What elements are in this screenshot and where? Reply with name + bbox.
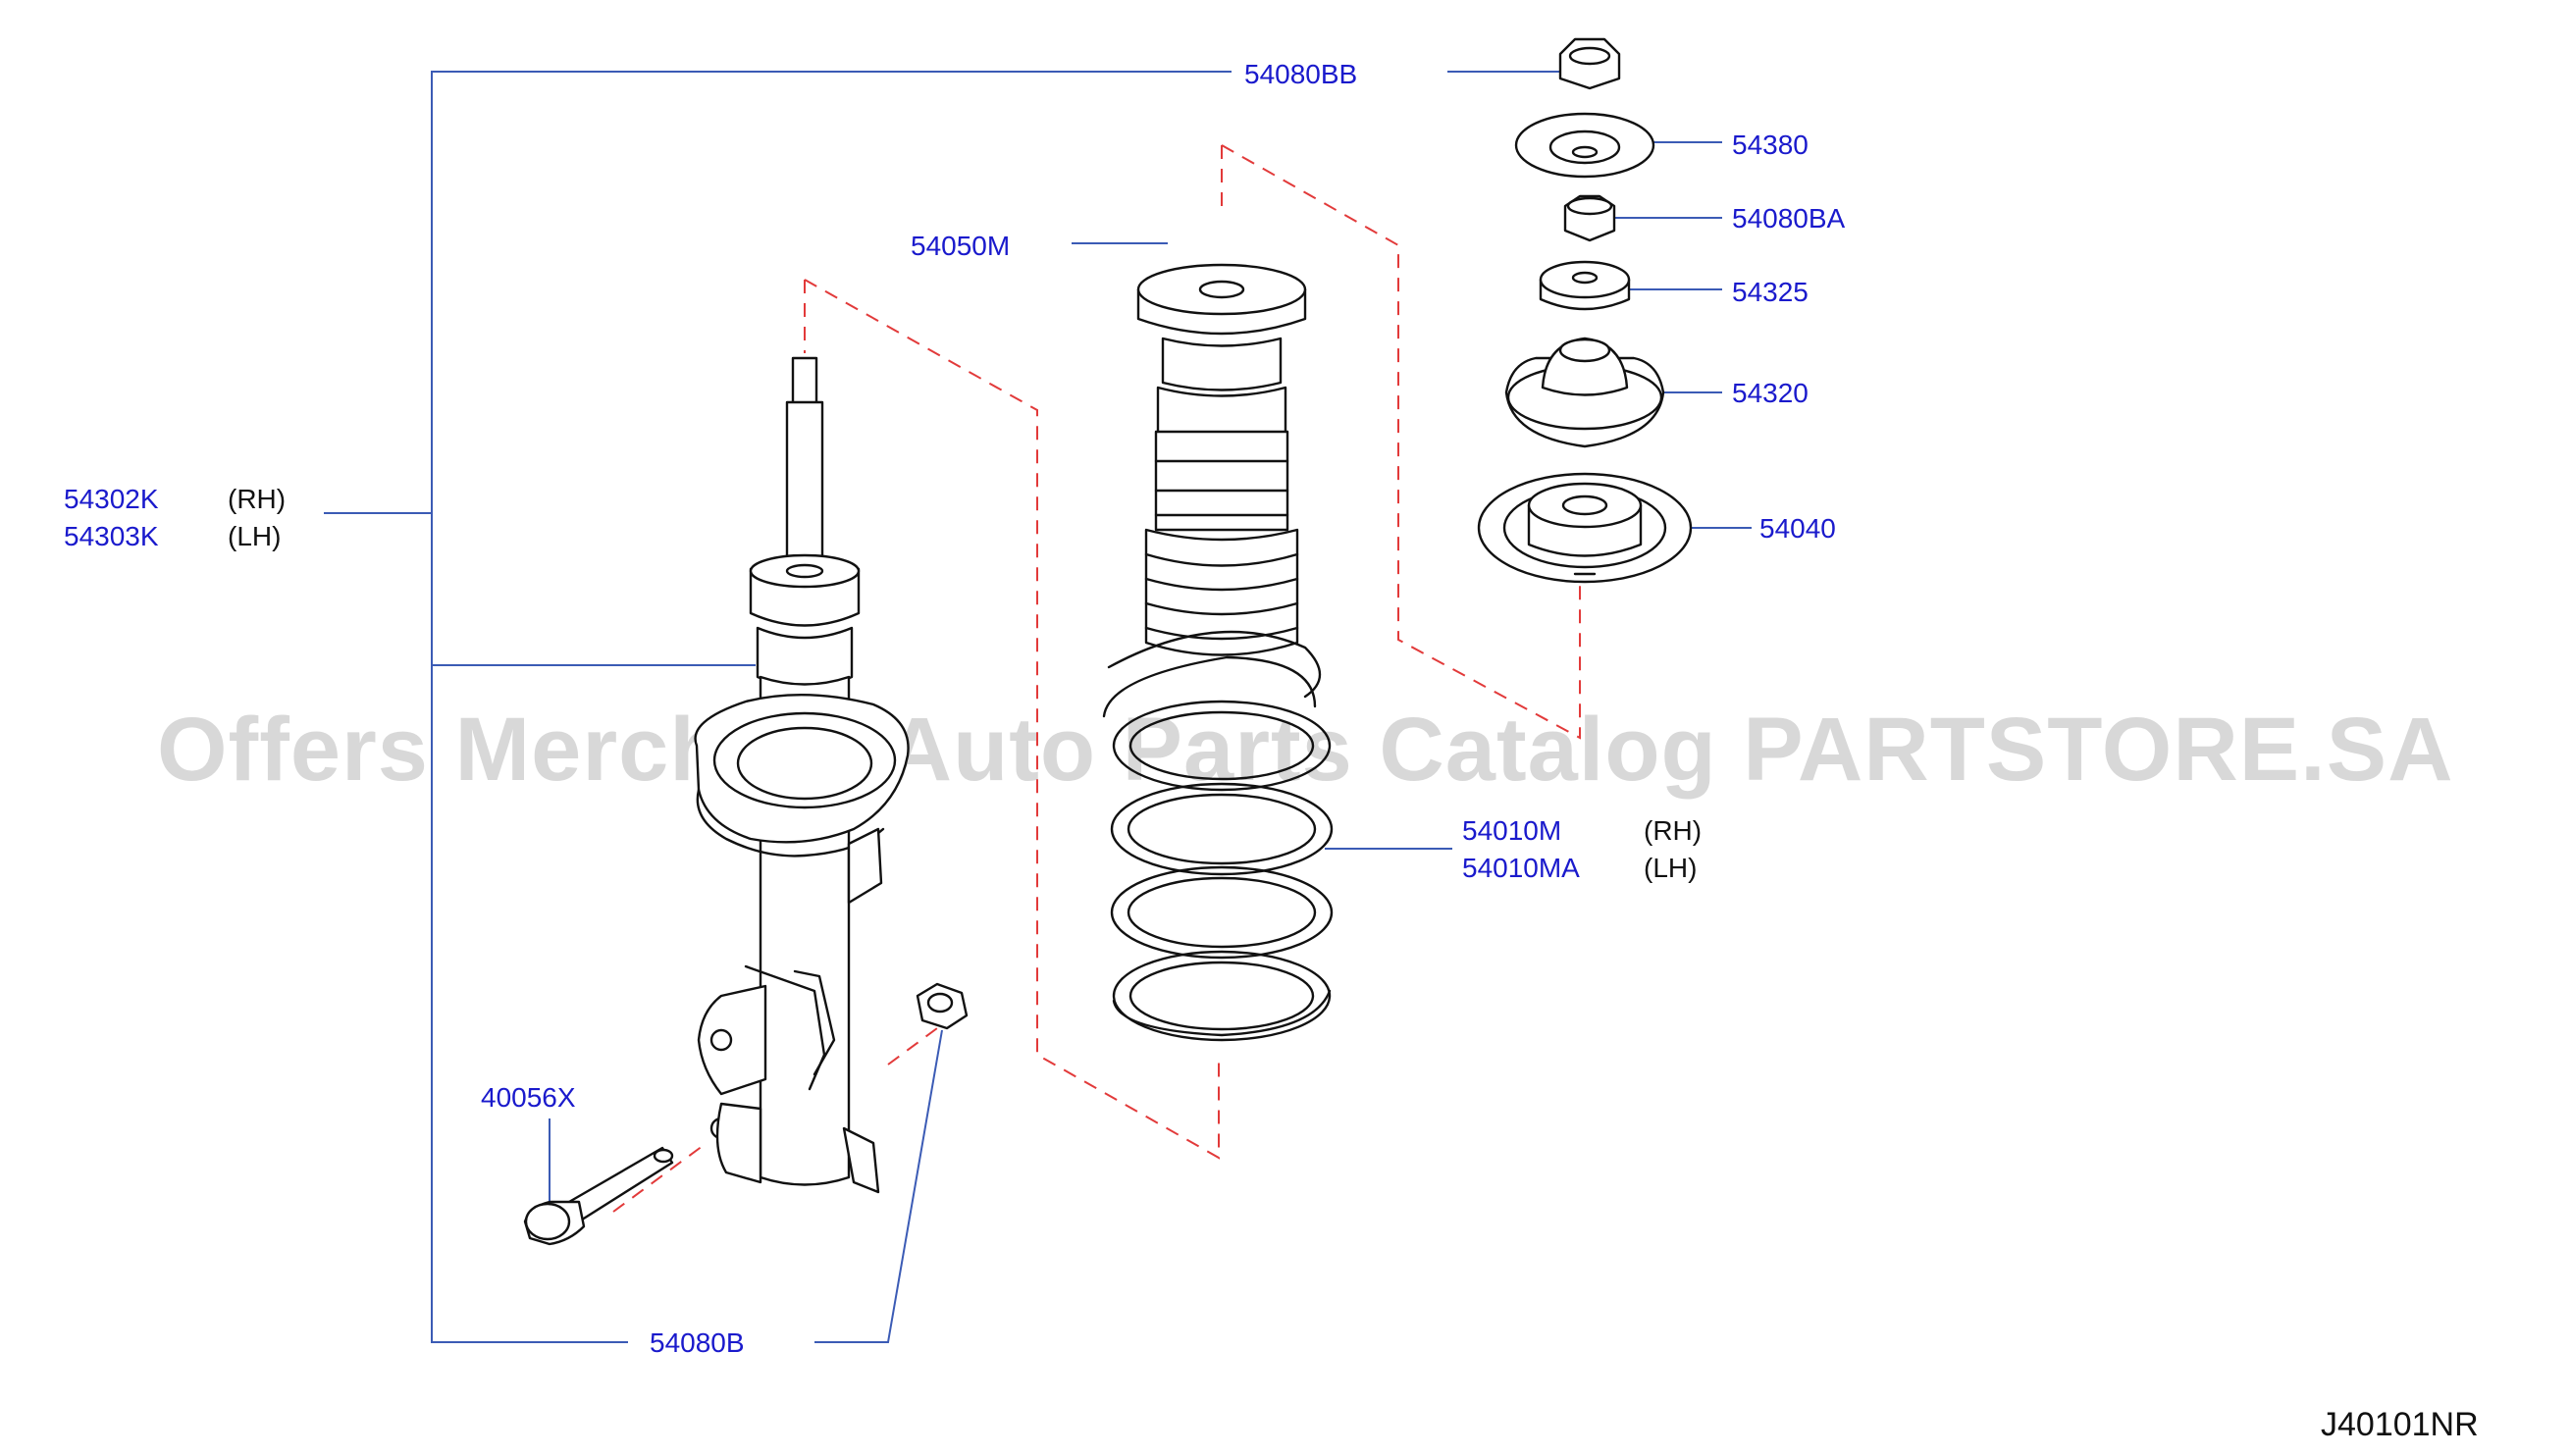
callout-54320: 54320 xyxy=(1732,378,1809,408)
bound-bumper-illustration xyxy=(1136,263,1307,656)
callout-54050M: 54050M xyxy=(911,231,1010,261)
watermark: Offers Merchant Auto Parts Catalog PARTS… xyxy=(157,700,2454,800)
callout-54010MA: 54010MA xyxy=(1462,853,1580,883)
callout-54080BB: 54080BB xyxy=(1244,59,1357,89)
callout-54302K-side: (RH) xyxy=(228,484,286,514)
washer-seat-illustration xyxy=(1514,112,1655,179)
callout-54010M-side: (RH) xyxy=(1644,815,1702,846)
callout-54302K: 54302K xyxy=(64,484,159,514)
bushing-illustration xyxy=(1539,260,1631,311)
callout-54303K-side: (LH) xyxy=(228,521,281,551)
spring-seat-upper-illustration xyxy=(1477,472,1693,584)
top-nut-illustration xyxy=(1558,37,1621,90)
callout-54380: 54380 xyxy=(1732,130,1809,160)
coil-spring-illustration xyxy=(1102,630,1334,1042)
callout-54040: 54040 xyxy=(1759,513,1836,544)
callout-54080BA: 54080BA xyxy=(1732,203,1846,234)
callout-54325: 54325 xyxy=(1732,277,1809,307)
callout-labels: 54080BB 54380 54080BA 54325 54320 54040 … xyxy=(64,59,2479,1443)
mount-insulator-illustration xyxy=(1504,337,1665,448)
callout-54010MA-side: (LH) xyxy=(1644,853,1697,883)
assembly-dash-lines xyxy=(612,144,1581,1213)
mid-nut-illustration xyxy=(1563,194,1616,242)
strut-assembly-illustration xyxy=(523,356,969,1246)
callout-40056X: 40056X xyxy=(481,1082,576,1113)
bolt-illustration xyxy=(523,1146,674,1246)
leader-lines xyxy=(324,71,1752,1343)
diagram-code: J40101NR xyxy=(2321,1406,2479,1443)
callout-54303K: 54303K xyxy=(64,521,159,551)
callout-54010M: 54010M xyxy=(1462,815,1561,846)
callout-54080B: 54080B xyxy=(650,1327,745,1358)
lower-nut-illustration xyxy=(916,982,969,1030)
